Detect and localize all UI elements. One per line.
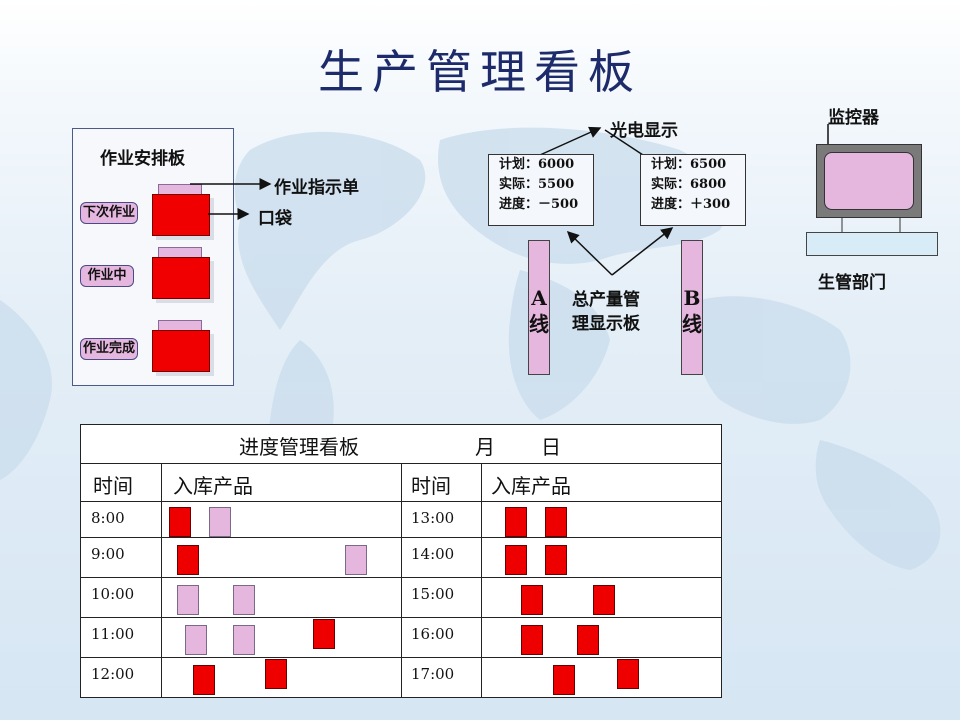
pocket-label: 口袋 xyxy=(258,209,292,229)
line-a-progress: 进度：－500 xyxy=(499,197,579,212)
page-title: 生产管理看板 xyxy=(318,45,642,99)
product-square-red xyxy=(177,545,199,575)
table-day: 日 xyxy=(541,435,561,459)
total-output-board-label: 总产量管 理显示板 xyxy=(572,290,640,334)
product-square-pink xyxy=(209,507,231,537)
time-cell: 14:00 xyxy=(411,545,455,563)
pocket-done xyxy=(152,330,210,372)
product-square-red xyxy=(521,625,543,655)
table-title: 进度管理看板 xyxy=(239,435,359,459)
header-time-right: 时间 xyxy=(411,474,451,498)
product-square-pink xyxy=(233,585,255,615)
line-a-info-box: 计划：6000 实际：5500 进度：－500 xyxy=(488,154,594,226)
photoelectric-display-label: 光电显示 xyxy=(610,121,678,141)
product-square-red xyxy=(505,545,527,575)
product-square-pink xyxy=(177,585,199,615)
line-b-info-box: 计划：6500 实际：6800 进度：＋300 xyxy=(640,154,746,226)
product-square-red xyxy=(521,585,543,615)
line-b-plan: 计划：6500 xyxy=(651,157,727,172)
line-b-bar: B 线 xyxy=(681,240,703,375)
header-time-left: 时间 xyxy=(93,474,133,498)
line-b-actual: 实际：6800 xyxy=(651,177,727,192)
time-cell: 12:00 xyxy=(91,665,135,683)
line-a-bar: A 线 xyxy=(528,240,550,375)
product-square-red xyxy=(505,507,527,537)
product-square-pink xyxy=(345,545,367,575)
line-b-to-display xyxy=(604,129,644,156)
monitor-screen xyxy=(824,152,914,210)
product-square-red xyxy=(617,659,639,689)
product-square-red xyxy=(545,545,567,575)
product-square-red xyxy=(553,665,575,695)
table-month: 月 xyxy=(475,435,495,459)
time-cell: 13:00 xyxy=(411,509,455,527)
monitor-label: 监控器 xyxy=(828,108,879,128)
arrow-to-box-a xyxy=(566,230,613,276)
time-cell: 10:00 xyxy=(91,585,135,603)
product-square-red xyxy=(193,665,215,695)
production-dept-label: 生管部门 xyxy=(818,273,886,293)
product-square-red xyxy=(169,507,191,537)
time-cell: 9:00 xyxy=(91,545,125,563)
time-cell: 8:00 xyxy=(91,509,125,527)
time-cell: 16:00 xyxy=(411,625,455,643)
instruction-sheet-label: 作业指示单 xyxy=(274,178,359,198)
product-square-red xyxy=(313,619,335,649)
product-square-red xyxy=(545,507,567,537)
product-square-red xyxy=(265,659,287,689)
line-a-plan: 计划：6000 xyxy=(499,157,575,172)
time-cell: 11:00 xyxy=(91,625,135,643)
row-label-next: 下次作业 xyxy=(80,202,138,224)
table-divider xyxy=(161,463,162,697)
time-cell: 15:00 xyxy=(411,585,455,603)
row-label-in-progress: 作业中 xyxy=(80,265,134,287)
product-square-red xyxy=(577,625,599,655)
product-square-red xyxy=(593,585,615,615)
table-divider xyxy=(401,463,402,697)
line-b-progress: 进度：＋300 xyxy=(651,197,731,212)
time-cell: 17:00 xyxy=(411,665,455,683)
progress-table: 进度管理看板 月 日 时间 入库产品 时间 入库产品 8:00 9:00 10:… xyxy=(80,424,722,698)
header-product-right: 入库产品 xyxy=(491,474,571,498)
pocket-next xyxy=(152,194,210,236)
table-divider xyxy=(481,463,482,697)
work-board-title: 作业安排板 xyxy=(100,149,185,169)
monitor-keyboard xyxy=(806,232,938,256)
header-product-left: 入库产品 xyxy=(173,474,253,498)
product-square-pink xyxy=(233,625,255,655)
arrow-to-box-b xyxy=(611,227,674,276)
line-a-actual: 实际：5500 xyxy=(499,177,575,192)
pocket-in-progress xyxy=(152,257,210,299)
arrow-to-display xyxy=(539,126,602,156)
row-label-done: 作业完成 xyxy=(80,338,138,360)
product-square-pink xyxy=(185,625,207,655)
